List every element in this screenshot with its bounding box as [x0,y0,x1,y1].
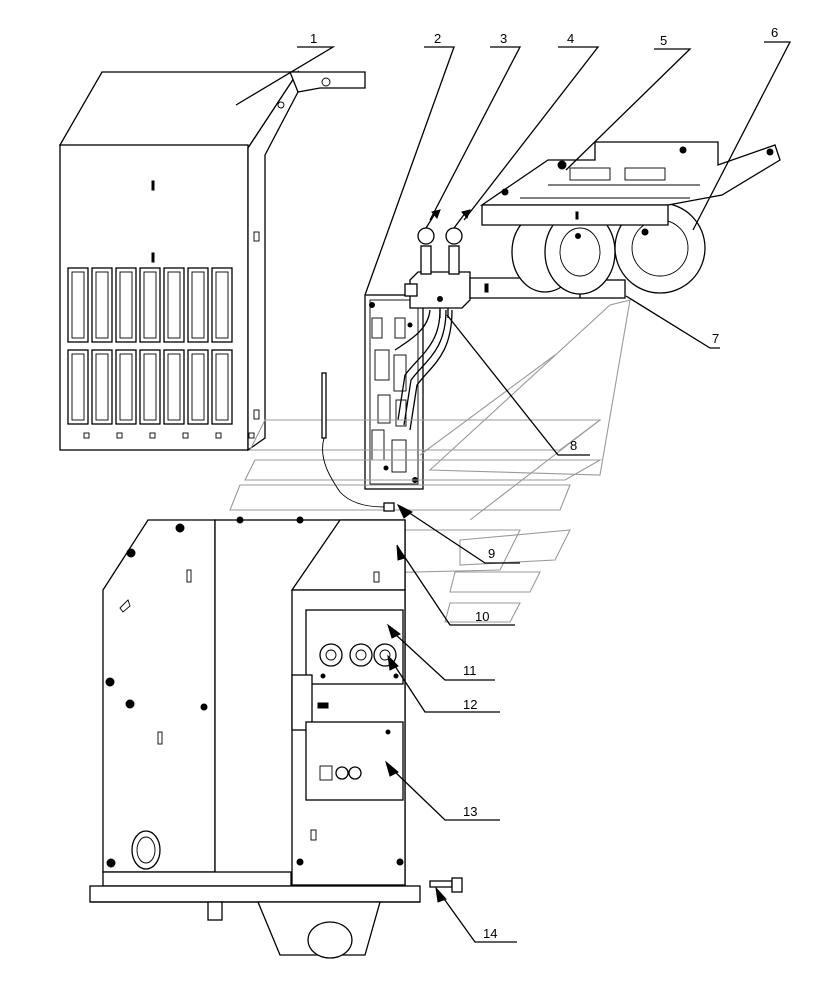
louver-slot-inner [95,353,109,421]
louver-slot-inner [71,271,85,339]
callout-12: 12 [463,697,477,712]
louver-slot [67,349,89,425]
wheel-platform [479,141,781,295]
louver-slot-inner [191,353,205,421]
callout-5: 5 [660,33,667,48]
louver-slot-inner [167,271,181,339]
callout-8: 8 [570,438,577,453]
callout-9: 9 [488,546,495,561]
callout-4: 4 [567,31,574,46]
louver-slot [115,267,137,343]
louver-slot-inner [95,271,109,339]
callout-3: 3 [500,31,507,46]
louver-slot-inner [215,353,229,421]
leader-lines [235,41,792,943]
louver-slot-inner [119,353,133,421]
louver-slot-inner [191,271,205,339]
callout-labels: 1 2 3 4 5 6 7 8 9 10 11 12 13 14 [310,25,778,941]
louver-slot [187,267,209,343]
sensor-cable [321,372,395,512]
louver-slot [139,349,161,425]
louver-slot [211,349,233,425]
callout-1: 1 [310,31,317,46]
callout-6: 6 [771,25,778,40]
louver-slot-inner [167,353,181,421]
mounting-hole [182,432,189,439]
mounting-hole [83,432,90,439]
louver-slot-inner [143,353,157,421]
mounting-hole [116,432,123,439]
louver-slot [163,267,185,343]
louver-slot-inner [215,271,229,339]
mounting-hole [248,432,255,439]
louver-slot [139,267,161,343]
callout-7: 7 [712,331,719,346]
mounting-hole [149,432,156,439]
callout-11: 11 [463,663,477,678]
main-cabinet [89,516,421,959]
bolt [429,877,463,893]
cover-panel [58,69,366,452]
louver-slot [163,349,185,425]
valve-board [364,294,453,490]
louver-slot-inner [119,271,133,339]
callout-13: 13 [463,804,477,819]
louver-slot [67,267,89,343]
callout-10: 10 [475,609,489,624]
callout-14: 14 [483,926,497,941]
louver-slot-inner [71,353,85,421]
louver-slot [115,349,137,425]
louver-slot-inner [143,271,157,339]
callout-2: 2 [434,31,441,46]
louver-slot [211,267,233,343]
louver-slot [187,349,209,425]
louver-slot [91,267,113,343]
mounting-hole [215,432,222,439]
louver-slot [91,349,113,425]
